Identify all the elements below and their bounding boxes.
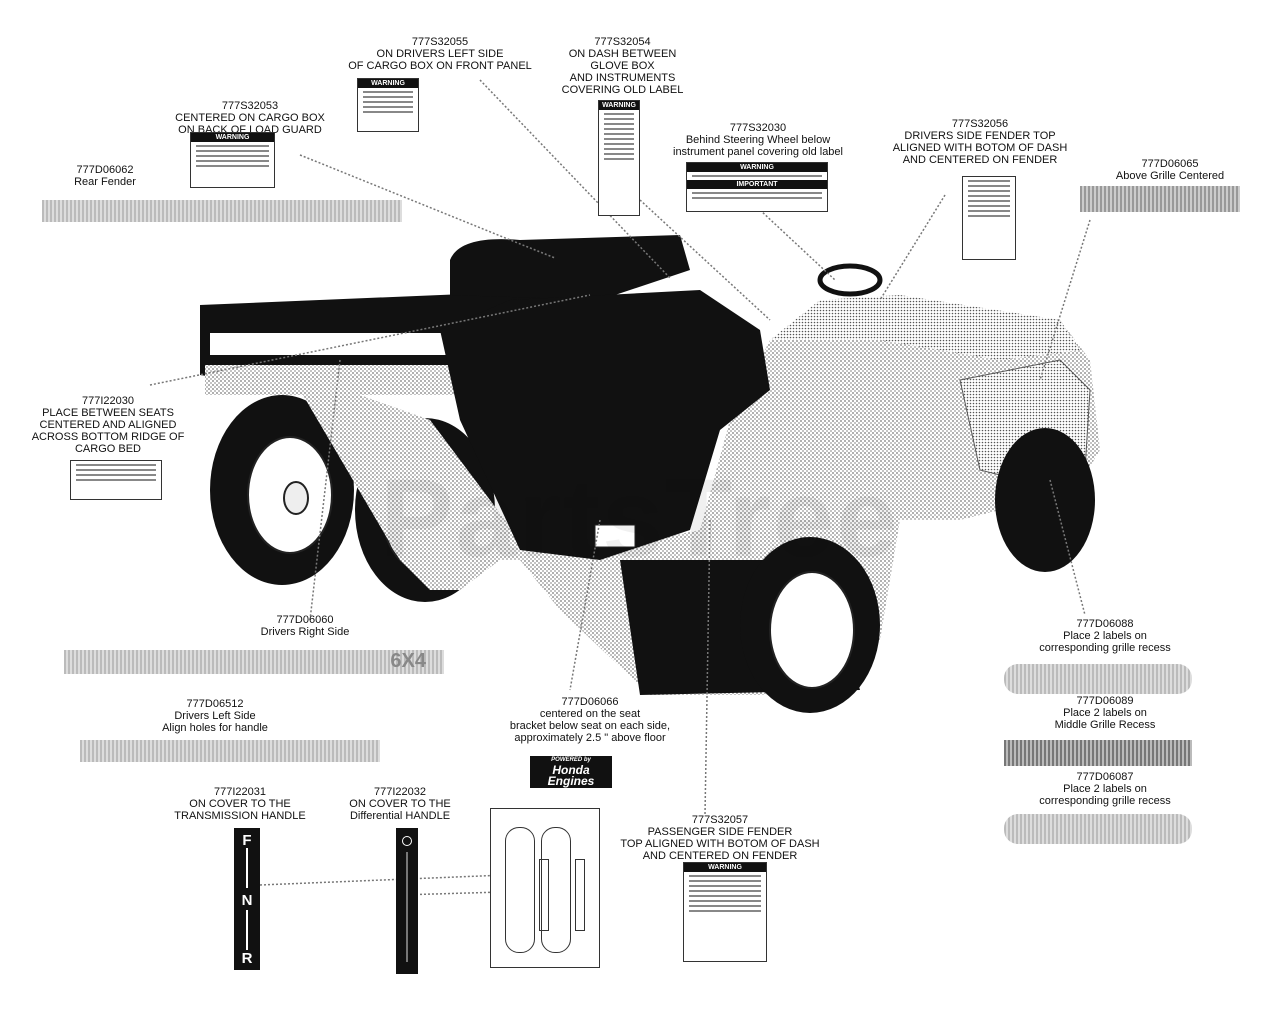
callout-777s32054: 777S32054 ON DASH BETWEEN GLOVE BOX AND … (561, 36, 684, 96)
sticker-22030 (70, 460, 162, 500)
callout-777d06087: 777D06087 Place 2 labels on correspondin… (1039, 771, 1171, 807)
steering-wheel (817, 263, 883, 297)
vehicle-body (300, 290, 1100, 695)
callout-777s32056: 777S32056 DRIVERS SIDE FENDER TOP ALIGNE… (892, 118, 1068, 166)
decal-777d06088 (1004, 664, 1192, 694)
callout-777i22030: 777I22030 PLACE BETWEEN SEATS CENTERED A… (31, 395, 185, 455)
warning-sticker-32030: WARNING IMPORTANT (686, 162, 828, 212)
warning-sticker-32053: WARNING (190, 132, 275, 188)
warning-sticker-32055: WARNING (357, 78, 419, 132)
decal-777d06087 (1004, 814, 1192, 844)
callout-777i22031: 777I22031 ON COVER TO THE TRANSMISSION H… (174, 786, 306, 822)
callout-777d06089: 777D06089 Place 2 labels on Middle Grill… (1054, 695, 1156, 731)
callout-777s32053: 777S32053 CENTERED ON CARGO BOX ON BACK … (175, 100, 325, 136)
decal-777d06089 (1004, 740, 1192, 766)
warning-sticker-32057: WARNING (683, 862, 767, 962)
callout-777i22032: 777I22032 ON COVER TO THE Differential H… (349, 786, 451, 822)
decal-777d06512 (80, 740, 380, 762)
differential-handle-label (396, 828, 418, 974)
callout-777s32057: 777S32057 PASSENGER SIDE FENDER TOP ALIG… (620, 814, 820, 862)
warning-sticker-32054: WARNING (598, 100, 640, 216)
callout-777d06060: 777D06060 Drivers Right Side (260, 614, 350, 638)
warning-sticker-32056 (962, 176, 1016, 260)
decal-777d06060: 6X4 (64, 650, 444, 674)
callout-777d06065: 777D06065 Above Grille Centered (1115, 158, 1225, 182)
callout-777d06066: 777D06066 centered on the seat bracket b… (509, 696, 671, 744)
front-wheel-left (740, 537, 880, 713)
callout-777s32030: 777S32030 Behind Steering Wheel below in… (673, 122, 843, 158)
seat-slot-diagram (490, 808, 600, 968)
decal-777d06065 (1080, 186, 1240, 212)
callout-777s32055: 777S32055 ON DRIVERS LEFT SIDE OF CARGO … (348, 36, 532, 72)
watermark: PartsTree (380, 457, 900, 580)
honda-engines-badge: POWERED by Honda Engines (530, 756, 612, 788)
decal-777d06062 (42, 200, 402, 222)
rear-wheel-left (210, 395, 354, 585)
callout-777d06088: 777D06088 Place 2 labels on correspondin… (1039, 618, 1171, 654)
transmission-shifter-label: F N R (234, 828, 260, 970)
leader-lines (149, 79, 1091, 896)
front-wheel-right (995, 428, 1095, 572)
callout-777d06062: 777D06062 Rear Fender (74, 164, 136, 188)
callout-777d06512: 777D06512 Drivers Left Side Align holes … (162, 698, 268, 734)
circle-icon (402, 836, 412, 846)
